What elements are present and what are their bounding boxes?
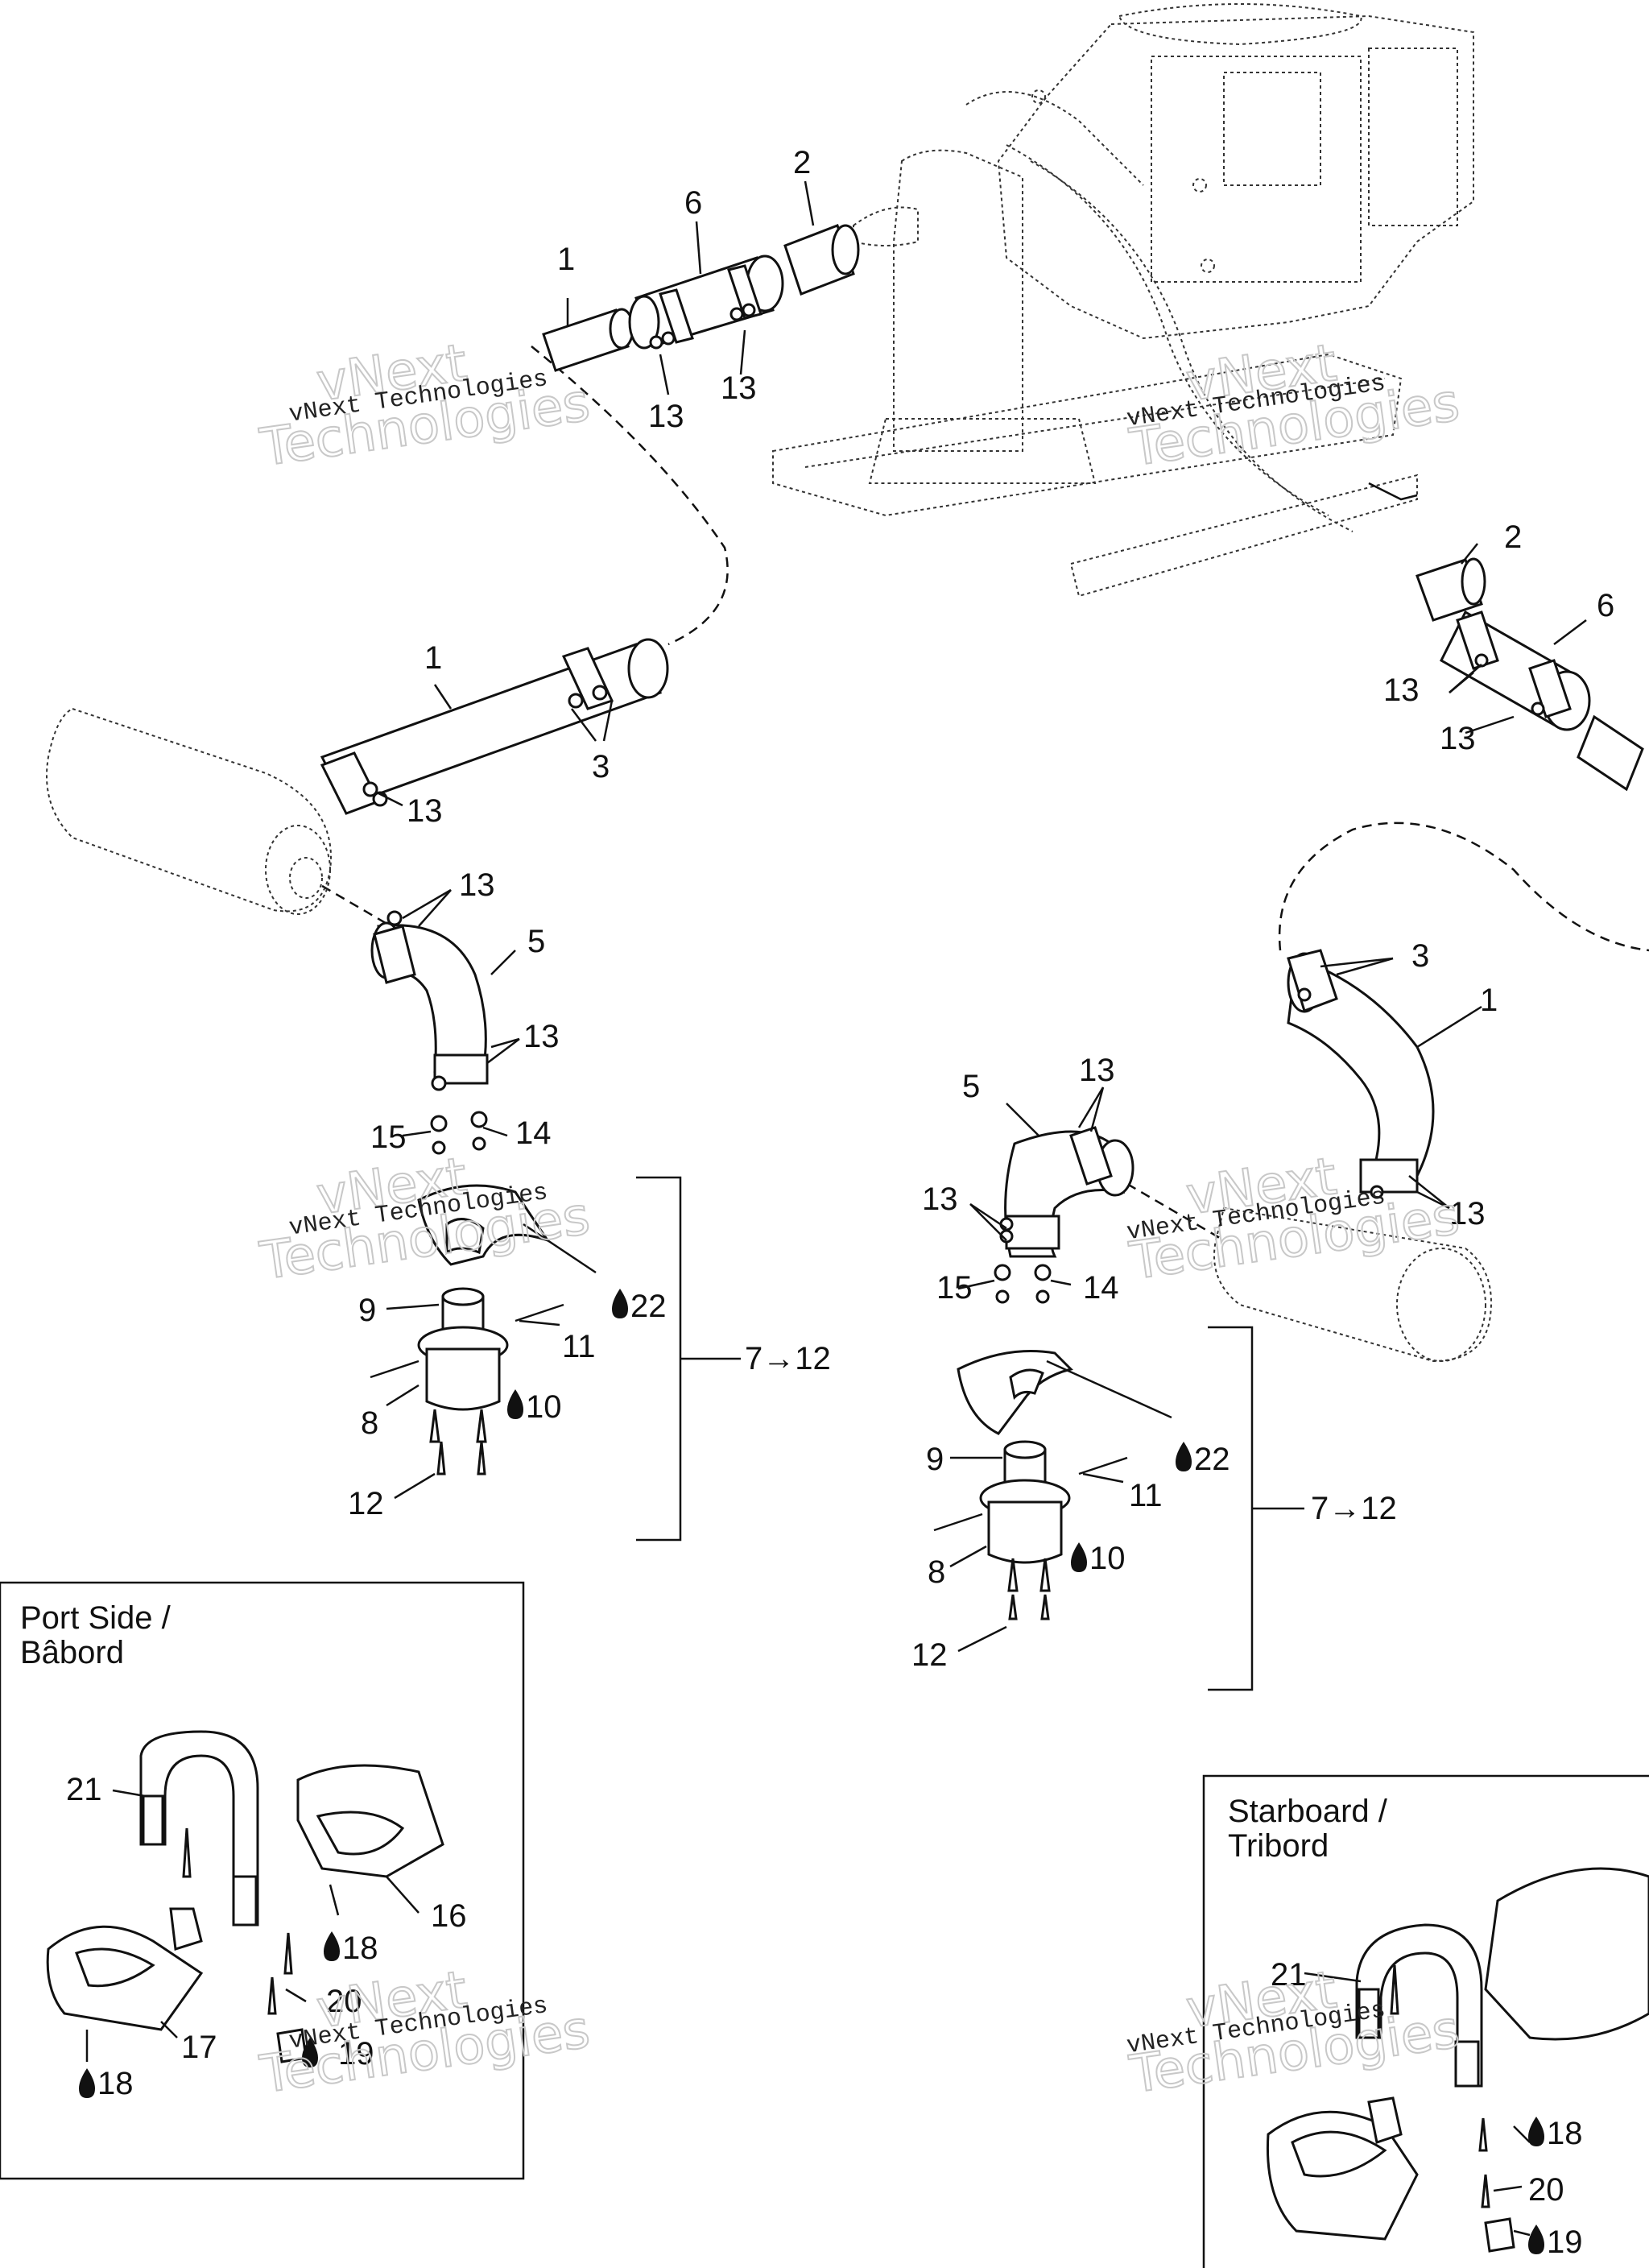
thru-hull-fitting-right: [933, 1440, 1128, 1620]
range-bracket-right: [1208, 1326, 1304, 1691]
callout-11-left: 11: [562, 1329, 596, 1364]
muffler-right: [1213, 1206, 1492, 1363]
callout-17-port: 17: [181, 2030, 217, 2065]
callout-9-right: 9: [926, 1442, 944, 1477]
drop-icon: [612, 1289, 628, 1318]
callout-13-c: 13: [407, 793, 443, 829]
callout-6-right: 6: [1597, 588, 1614, 623]
callout-13-b: 13: [721, 370, 757, 406]
callout-13-a: 13: [648, 399, 684, 434]
drop-icon: [507, 1389, 523, 1419]
callout-1-left: 1: [424, 640, 442, 676]
drop-callout-22-right: 22: [1176, 1442, 1230, 1477]
drop-icon: [1176, 1442, 1192, 1471]
callout-3-left: 3: [592, 749, 610, 784]
callout-20-port: 20: [326, 1984, 362, 2019]
callout-labels: 1 6 2 13 13 1 3 13 13 5 13 15 14 9 11 8 …: [66, 145, 1614, 2208]
drop-callout-10-right: 10: [1071, 1541, 1126, 1576]
callout-12-right: 12: [911, 1637, 948, 1673]
svg-text:10: 10: [1089, 1541, 1126, 1576]
svg-text:19: 19: [338, 2036, 374, 2071]
drop-callout-18-port-lower: 18: [79, 2066, 134, 2101]
part-1-hose-left: [320, 638, 669, 815]
drop-callout-22-left: 22: [612, 1289, 667, 1324]
range-label-left: 7→12: [745, 1341, 831, 1376]
callout-2-right: 2: [1504, 519, 1522, 555]
port-side-box: [0, 1581, 525, 2180]
part-4-sleeve: [542, 308, 634, 372]
part-2-sleeve-upper: [783, 224, 860, 296]
drop-icon: [79, 2068, 95, 2098]
callout-1-right: 1: [1480, 983, 1498, 1018]
svg-text:19: 19: [1547, 2225, 1583, 2260]
drop-icon: [302, 2038, 318, 2067]
callout-20-starboard: 20: [1528, 2172, 1564, 2208]
drop-icon: [1528, 2225, 1544, 2254]
callout-21-starboard: 21: [1271, 1957, 1307, 1993]
svg-text:22: 22: [630, 1289, 667, 1324]
callout-13-g: 13: [1440, 721, 1476, 756]
starboard-box-title-line2: Tribord: [1228, 1828, 1329, 1864]
callout-8-left: 8: [361, 1405, 378, 1441]
svg-text:18: 18: [342, 1931, 378, 1966]
drop-icon: [1528, 2117, 1544, 2146]
callout-15-right: 15: [936, 1270, 973, 1306]
callout-5-right: 5: [962, 1069, 980, 1104]
callout-6: 6: [684, 185, 702, 221]
callout-13-f: 13: [1383, 673, 1420, 708]
fasteners-14-15-left: [430, 1111, 488, 1155]
callout-11-right: 11: [1129, 1478, 1163, 1513]
muffler-left: [46, 707, 332, 915]
callout-3-right: 3: [1411, 938, 1429, 974]
callout-13-i: 13: [922, 1182, 958, 1217]
part-1-hose-right: [1287, 949, 1435, 1199]
leader-lines: [85, 180, 1587, 2237]
callout-14-right: 14: [1083, 1270, 1119, 1306]
callout-13-e: 13: [523, 1019, 560, 1054]
part-5-elbow-right: [999, 1126, 1134, 1258]
callout-16-port: 16: [431, 1898, 467, 1934]
callout-21-port: 21: [66, 1772, 102, 1807]
callout-9-left: 9: [358, 1293, 376, 1328]
callout-13-d: 13: [459, 867, 495, 903]
range-bracket-left: [636, 1176, 741, 1542]
drop-callout-18-starboard: 18: [1528, 2116, 1583, 2151]
port-box-title-line2: Bâbord: [20, 1635, 124, 1670]
part-5-elbow-left: [370, 910, 489, 1091]
callout-13-h: 13: [1079, 1053, 1115, 1088]
right-exhaust-routing: [1126, 822, 1649, 1242]
callout-8-right: 8: [928, 1554, 945, 1590]
callout-15-left: 15: [370, 1120, 407, 1155]
callout-12-left: 12: [348, 1486, 384, 1521]
part-6-hose-upper: [628, 255, 784, 350]
drop-callout-19-port: 19: [302, 2036, 374, 2071]
range-label-right: 7→12: [1311, 1491, 1397, 1526]
starboard-box-title-line1: Starboard /: [1228, 1794, 1388, 1829]
drop-callout-10-left: 10: [507, 1389, 562, 1425]
svg-text:18: 18: [1547, 2116, 1583, 2151]
drop-icon: [324, 1931, 340, 1961]
part-6-hose-right: [1440, 610, 1644, 792]
fasteners-14-15-right: [994, 1264, 1052, 1304]
callout-5-left: 5: [527, 924, 545, 959]
callout-13-j: 13: [1449, 1196, 1486, 1231]
starboard-box: [1202, 1774, 1649, 2268]
callout-2-upper: 2: [793, 145, 811, 180]
part-22-bracket-left: [417, 1184, 551, 1266]
part-2-sleeve-right: [1415, 557, 1486, 622]
drop-callout-18-port-upper: 18: [324, 1931, 378, 1966]
drop-callouts: 22 10 22 10 18 19 18 18: [79, 1289, 1583, 2260]
port-box-title-line1: Port Side /: [20, 1600, 172, 1636]
thru-hull-fitting-left: [370, 1287, 564, 1475]
engine-block: [772, 3, 1474, 598]
svg-text:22: 22: [1194, 1442, 1230, 1477]
svg-text:18: 18: [97, 2066, 134, 2101]
drop-callout-19-starboard: 19: [1528, 2225, 1583, 2260]
part-22-bracket-right: [957, 1350, 1073, 1435]
callout-4: 1: [557, 242, 575, 277]
drop-icon: [1071, 1542, 1087, 1572]
callout-14-left: 14: [515, 1115, 552, 1151]
svg-text:10: 10: [526, 1389, 562, 1425]
